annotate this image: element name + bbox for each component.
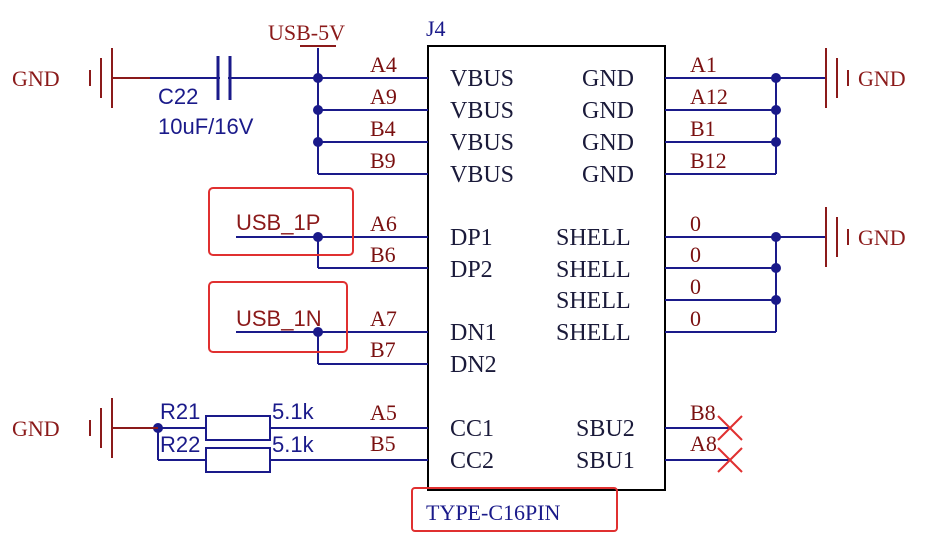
cc-wires (157, 427, 428, 461)
pin-number: A7 (370, 306, 397, 331)
capacitor-c22 (216, 56, 232, 100)
net-label-usb-1n: USB_1N (236, 306, 322, 331)
gnd-symbol-bottom-left (89, 398, 158, 458)
pin-number: A5 (370, 400, 397, 425)
pin-number: 0 (690, 242, 701, 267)
r21-ref: R21 (160, 399, 200, 424)
pin-name: DP2 (450, 257, 493, 283)
junction-dot (313, 73, 323, 83)
r22-ref: R22 (160, 432, 200, 457)
pin-name: SHELL (556, 225, 631, 251)
pin-name: SHELL (556, 320, 631, 346)
pin-number: A9 (370, 84, 397, 109)
dn-wires (236, 331, 428, 365)
pin-number: B8 (690, 400, 716, 425)
net-label-usb-1p: USB_1P (236, 210, 320, 235)
pin-name: GND (582, 66, 634, 92)
r21-value: 5.1k (272, 399, 315, 424)
junction-dot (313, 105, 323, 115)
junction-dot (313, 137, 323, 147)
pin-number: A1 (690, 52, 717, 77)
pin-number: B5 (370, 431, 396, 456)
pin-number: B7 (370, 337, 396, 362)
pin-name: SBU1 (576, 448, 635, 474)
pin-name: DN2 (450, 352, 497, 378)
gnd-symbol-mid-right (825, 207, 849, 267)
vbus-group (150, 48, 428, 175)
pin-number: B4 (370, 116, 396, 141)
pin-name: SHELL (556, 288, 631, 314)
pin-number: A4 (370, 52, 397, 77)
junction-dot (771, 295, 781, 305)
pin-number: 0 (690, 306, 701, 331)
pin-name: CC2 (450, 448, 494, 474)
pin-number: 0 (690, 274, 701, 299)
pin-name: VBUS (450, 130, 514, 156)
gnd-label-top-left: GND (12, 66, 60, 91)
cap-gap (220, 70, 228, 86)
power-net-label: USB-5V (268, 20, 345, 45)
pin-number: 0 (690, 211, 701, 236)
gnd-right-wires (665, 77, 826, 175)
junction-dot (771, 73, 781, 83)
pin-name: GND (582, 98, 634, 124)
junction-dot (771, 263, 781, 273)
c22-ref: C22 (158, 84, 198, 109)
shell-wires (665, 236, 826, 333)
pin-name: VBUS (450, 66, 514, 92)
pin-number: B1 (690, 116, 716, 141)
designator-label: J4 (426, 16, 446, 41)
dp-wires (236, 236, 428, 269)
pin-name: VBUS (450, 162, 514, 188)
no-connect-marks (717, 415, 743, 473)
gnd-symbol-top-left (89, 48, 150, 108)
junction-dot (771, 232, 781, 242)
c22-value: 10uF/16V (158, 114, 254, 139)
junction-dot (771, 105, 781, 115)
pin-number: A12 (690, 84, 728, 109)
usb-1p-highlight (208, 187, 354, 256)
gnd-label-bottom-left: GND (12, 416, 60, 441)
part-name-label: TYPE-C16PIN (426, 500, 561, 525)
sbu-wires (665, 427, 730, 461)
pin-name: CC1 (450, 416, 494, 442)
pin-name: GND (582, 162, 634, 188)
pin-number: A8 (690, 431, 717, 456)
pin-name: DP1 (450, 225, 493, 251)
resistor-r21 (205, 415, 271, 441)
pin-name: VBUS (450, 98, 514, 124)
pin-name: SBU2 (576, 416, 635, 442)
pin-number: B12 (690, 148, 727, 173)
junction-dot (771, 137, 781, 147)
junction-dot (313, 327, 323, 337)
pin-name: GND (582, 130, 634, 156)
nc-cross-icon (717, 415, 743, 441)
usb-1n-highlight (208, 281, 348, 353)
pin-number: B9 (370, 148, 396, 173)
r22-value: 5.1k (272, 432, 315, 457)
pin-number: A6 (370, 211, 397, 236)
junction-dot (313, 232, 323, 242)
part-name-highlight (411, 487, 618, 532)
pin-name: SHELL (556, 257, 631, 283)
resistor-r22 (205, 447, 271, 473)
gnd-label-top-right: GND (858, 66, 906, 91)
pin-number: B6 (370, 242, 396, 267)
nc-cross-icon (717, 447, 743, 473)
gnd-label-mid-right: GND (858, 225, 906, 250)
pin-name: DN1 (450, 320, 497, 346)
gnd-symbol-top-right (825, 48, 849, 108)
